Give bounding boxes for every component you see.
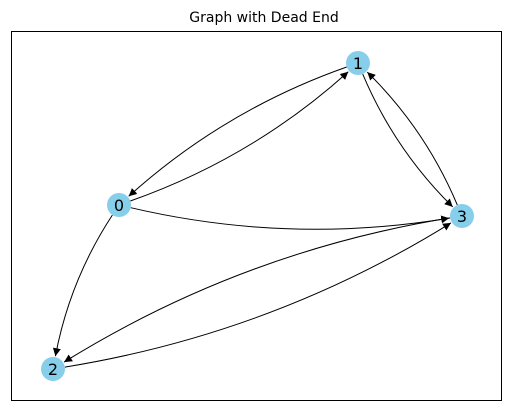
edge-2-to-3 xyxy=(64,222,452,368)
edges-layer xyxy=(52,66,458,368)
edge-1-to-3 xyxy=(362,73,454,208)
nodes-layer: 0 1 2 3 xyxy=(41,51,474,381)
node-2: 2 xyxy=(41,357,65,381)
plot-frame xyxy=(11,31,502,401)
node-1-circle xyxy=(346,51,370,75)
node-1-label: 1 xyxy=(353,54,363,73)
edge-0-to-1 xyxy=(130,71,349,202)
node-0-label: 0 xyxy=(114,196,124,215)
node-3-label: 3 xyxy=(457,207,467,226)
edge-3-to-1 xyxy=(366,71,458,206)
node-0: 0 xyxy=(107,193,131,217)
node-3: 3 xyxy=(450,204,474,228)
edge-0-to-2 xyxy=(52,214,113,357)
edge-3-to-2 xyxy=(63,217,451,363)
node-2-label: 2 xyxy=(48,360,58,379)
node-1: 1 xyxy=(346,51,370,75)
edge-0-to-3 xyxy=(130,207,450,230)
edge-1-to-0 xyxy=(128,66,347,197)
node-0-circle xyxy=(107,193,131,217)
node-2-circle xyxy=(41,357,65,381)
chart-title: Graph with Dead End xyxy=(189,10,338,26)
node-3-circle xyxy=(450,204,474,228)
